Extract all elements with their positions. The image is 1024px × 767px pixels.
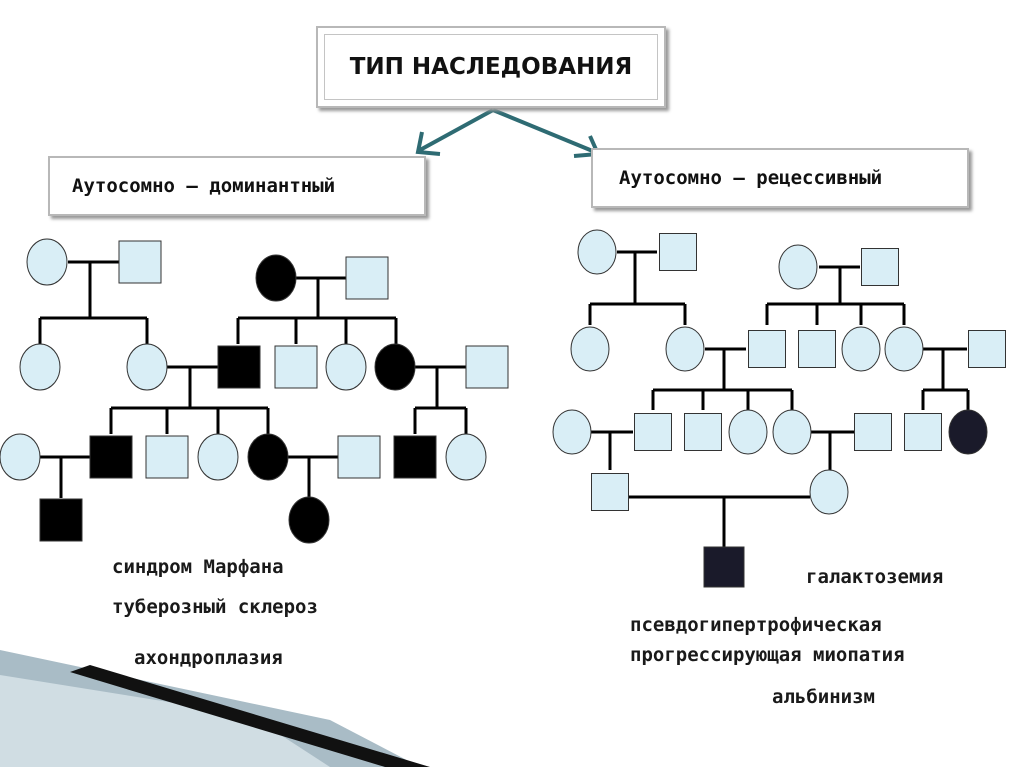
male-symbol — [798, 330, 836, 368]
pedigree-symbols — [0, 229, 1006, 588]
disease-myopathy-line1: псевдогипертрофическая — [630, 614, 882, 636]
disease-myopathy-line2: прогрессирующая миопатия — [630, 644, 905, 666]
disease-marfan: синдром Марфана — [112, 556, 284, 578]
female-affected-symbol — [255, 254, 297, 302]
female-symbol — [570, 326, 610, 372]
female-symbol — [126, 343, 168, 391]
male-affected-symbol — [89, 435, 133, 479]
female-symbol — [325, 343, 367, 391]
male-symbol — [904, 413, 942, 451]
female-symbol — [728, 409, 768, 455]
female-symbol — [26, 238, 68, 286]
female-symbol — [445, 433, 487, 481]
female-symbol — [19, 343, 61, 391]
dominant-label-box: Аутосомно – доминантный — [48, 156, 426, 216]
recessive-label-box: Аутосомно – рецессивный — [591, 148, 969, 208]
male-symbol — [854, 413, 892, 451]
arrow-to-dominant — [415, 108, 494, 156]
male-symbol — [659, 233, 697, 271]
decor-stripe-dark — [70, 665, 430, 767]
male-symbol — [145, 435, 189, 479]
female-symbol — [665, 326, 705, 372]
male-symbol — [861, 248, 899, 286]
dominant-label: Аутосомно – доминантный — [72, 175, 336, 197]
male-affected-symbol — [217, 345, 261, 389]
male-affected-symbol — [393, 435, 437, 479]
female-symbol — [0, 433, 41, 481]
male-symbol — [345, 256, 389, 300]
female-symbol — [197, 433, 239, 481]
male-symbol — [465, 345, 509, 389]
male-symbol — [748, 330, 786, 368]
female-affected-symbol — [948, 409, 988, 455]
male-symbol — [634, 413, 672, 451]
male-symbol — [968, 330, 1006, 368]
female-symbol — [772, 409, 812, 455]
female-affected-symbol — [247, 433, 289, 481]
female-symbol — [841, 326, 881, 372]
female-symbol — [884, 326, 924, 372]
male-symbol — [684, 413, 722, 451]
decor-band-pale — [0, 675, 330, 767]
female-affected-symbol — [374, 343, 416, 391]
disease-achondroplasia: ахондроплазия — [134, 647, 283, 669]
disease-tuberous-sclerosis: туберозный склероз — [112, 596, 318, 618]
female-symbol — [778, 244, 818, 290]
male-affected-symbol — [703, 546, 745, 588]
female-symbol — [577, 229, 617, 275]
title-box: ТИП НАСЛЕДОВАНИЯ — [316, 26, 666, 108]
female-symbol — [552, 409, 592, 455]
female-symbol — [809, 469, 849, 515]
male-affected-symbol — [39, 498, 83, 542]
disease-galactosemia: галактоземия — [806, 566, 944, 588]
male-symbol — [591, 473, 629, 511]
male-symbol — [274, 345, 318, 389]
disease-albinism: альбинизм — [772, 686, 875, 708]
female-affected-symbol — [288, 496, 330, 544]
male-symbol — [118, 240, 162, 284]
recessive-label: Аутосомно – рецессивный — [619, 167, 883, 189]
male-symbol — [337, 435, 381, 479]
pedigree-lines — [38, 250, 970, 548]
